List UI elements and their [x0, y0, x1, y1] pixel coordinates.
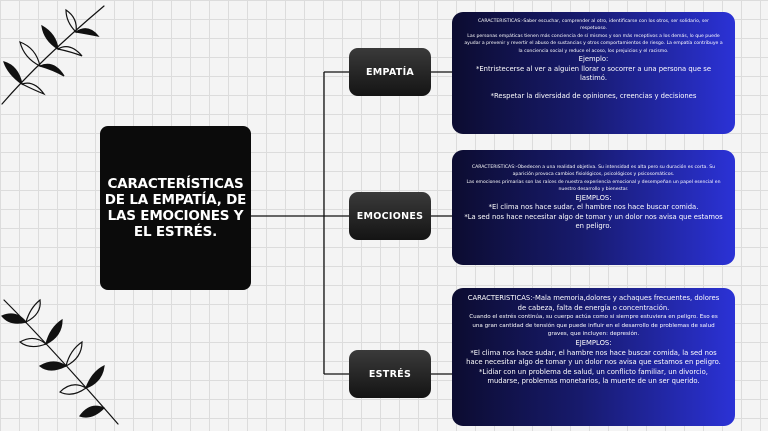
card-emociones-description: Las emociones primarias son las raíces d…: [466, 179, 721, 193]
leaf-branch-bottom-left: [1, 298, 119, 425]
card-empatia-characteristics: CARACTERISTICAS:-Saber escuchar, compren…: [477, 19, 710, 32]
card-empatia-heading: Ejemplo:: [578, 55, 609, 64]
card-emociones-characteristics: CARACTERISTICAS:-Obedecen a una realidad…: [471, 165, 716, 178]
card-empatia-description: Las personas empáticas tienen más concie…: [464, 33, 723, 54]
card-estres-example-2: *Lidiar con un problema de salud, un con…: [479, 367, 708, 386]
node-emociones[interactable]: EMOCIONES: [349, 192, 431, 240]
main-topic-box: CARACTERÍSTICAS DE LA EMPATÍA, DE LAS EM…: [100, 126, 251, 290]
node-estres-label: ESTRÉS: [368, 368, 412, 380]
leaf-branch-top-left: [1, 5, 105, 105]
card-emociones-example-2: *La sed nos hace necesitar algo de tomar…: [464, 212, 723, 231]
node-estres[interactable]: ESTRÉS: [349, 350, 431, 398]
card-emociones-example-1: *El clima nos hace sudar, el hambre nos …: [488, 203, 699, 212]
card-emociones-heading: EJEMPLOS:: [575, 193, 612, 202]
node-emociones-label: EMOCIONES: [356, 210, 424, 222]
card-empatia-example-2: *Respetar la diversidad de opiniones, cr…: [490, 91, 697, 100]
node-empatia[interactable]: EMPATÍA: [349, 48, 431, 96]
card-empatia-example-1: *Entristecerse al ver a alguien llorar o…: [475, 64, 712, 83]
main-title: CARACTERÍSTICAS DE LA EMPATÍA, DE LAS EM…: [104, 176, 247, 240]
card-estres: CARACTERISTICAS:-Mala memoria,dolores y …: [452, 288, 735, 426]
card-empatia: CARACTERISTICAS:-Saber escuchar, compren…: [452, 12, 735, 134]
card-emociones: CARACTERISTICAS:-Obedecen a una realidad…: [452, 150, 735, 265]
card-estres-example-1: *El clima nos hace sudar, el hambre nos …: [466, 348, 721, 367]
card-estres-characteristics: CARACTERISTICAS:-Mala memoria,dolores y …: [467, 294, 720, 312]
node-empatia-label: EMPATÍA: [365, 66, 415, 78]
card-estres-description: Cuando el estrés continúa, su cuerpo act…: [469, 314, 718, 338]
card-estres-heading: EJEMPLOS:: [575, 338, 612, 347]
